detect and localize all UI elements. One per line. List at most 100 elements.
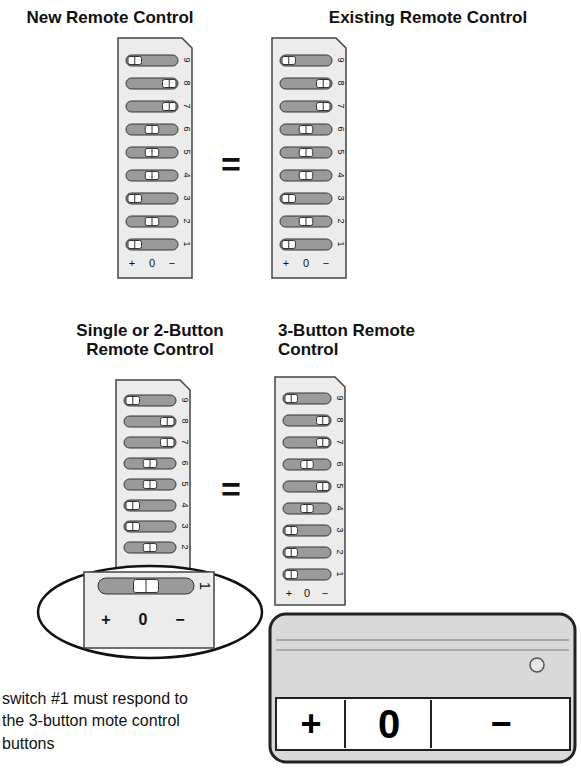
switch-number: 2: [334, 549, 343, 554]
switch-track: [280, 216, 332, 227]
position-label: +: [286, 588, 292, 600]
switch-track: [280, 55, 332, 66]
switch-slider: [162, 80, 176, 88]
switch-slider: [145, 172, 159, 180]
position-label: −: [175, 612, 184, 629]
slider-ridge: [152, 172, 153, 179]
switch-track: [126, 239, 178, 250]
switch-slider: [282, 195, 296, 203]
switch-slider: [285, 549, 297, 557]
position-label: 0: [304, 588, 310, 600]
position-label: 0: [303, 258, 309, 270]
switch-track: [124, 521, 176, 532]
switch-slider: [282, 241, 296, 249]
position-label: −: [323, 258, 329, 270]
switch-number: 7: [181, 103, 190, 108]
switch-number: 9: [181, 57, 190, 62]
switch-slider: [128, 195, 142, 203]
slider-ridge: [134, 57, 135, 64]
switch-slider: [128, 57, 142, 65]
housing-ridge: [276, 640, 569, 650]
slider-ridge: [306, 172, 307, 179]
switch-track: [283, 481, 331, 492]
slider-ridge: [291, 395, 292, 402]
heading: 3-Button Remote Control: [278, 322, 418, 359]
remote-control: [270, 614, 575, 762]
switch-number: 5: [334, 483, 343, 488]
card-outline: [272, 38, 346, 278]
switch-number: 7: [334, 439, 343, 444]
switch-track: [280, 101, 332, 112]
dip-switch-card: [272, 38, 346, 278]
switch-slider: [143, 460, 157, 468]
switch-track: [126, 124, 178, 135]
switch-track: [124, 542, 176, 553]
button-label: −: [490, 706, 511, 742]
switch-number: 9: [335, 57, 344, 62]
slider-ridge: [291, 571, 292, 578]
note-text: switch #1 must respond to the 3-button m…: [2, 688, 202, 755]
switch-track: [283, 415, 331, 426]
switch-number: 6: [181, 126, 190, 131]
switch-number: 2: [181, 218, 190, 223]
switch-track: [126, 78, 178, 89]
switch-slider: [126, 502, 140, 510]
slider-ridge: [306, 149, 307, 156]
switch-track: [280, 124, 332, 135]
switch-slider: [299, 172, 313, 180]
card-outline: [84, 572, 214, 648]
switch-number: 6: [179, 460, 188, 465]
slider-ridge: [322, 483, 323, 490]
slider-ridge: [288, 195, 289, 202]
heading: Single or 2-Button Remote Control: [63, 322, 238, 359]
switch-slider: [145, 126, 159, 134]
card-outline: [118, 38, 192, 278]
slider-ridge: [132, 523, 133, 530]
slider-ridge: [307, 505, 308, 512]
switch-track: [126, 170, 178, 181]
position-label: +: [129, 258, 135, 270]
switch-slider: [285, 527, 297, 535]
dip-switch-card: [275, 377, 345, 605]
position-label: 0: [149, 258, 155, 270]
switch-track: [283, 547, 331, 558]
equals-sign: =: [221, 472, 241, 508]
heading: Existing Remote Control: [329, 9, 527, 27]
slider-ridge: [132, 502, 133, 509]
switch-number: 7: [335, 103, 344, 108]
switch-slider: [160, 418, 174, 426]
inset-magnifier: [38, 566, 262, 658]
switch-number: 4: [334, 505, 343, 510]
switch-slider: [285, 571, 297, 579]
switch-track: [283, 525, 331, 536]
switch-slider: [162, 103, 176, 111]
switch-slider: [282, 57, 296, 65]
switch-number: 1: [334, 571, 343, 576]
switch-number: 9: [179, 397, 188, 402]
switch-number: 4: [179, 502, 188, 507]
switch-slider: [299, 126, 313, 134]
slider-ridge: [323, 103, 324, 110]
position-label: −: [322, 588, 328, 600]
switch-number: 2: [179, 544, 188, 549]
switch-track: [126, 147, 178, 158]
switch-number: 4: [335, 172, 344, 177]
slider-ridge: [322, 439, 323, 446]
slider-ridge: [288, 241, 289, 248]
switch-number: 8: [335, 80, 344, 85]
slider-ridge: [134, 195, 135, 202]
switch-slider: [126, 397, 140, 405]
switch-number: 4: [181, 172, 190, 177]
slider-ridge: [322, 417, 323, 424]
switch-track: [126, 193, 178, 204]
switch-track: [283, 569, 331, 580]
switch-number: 7: [179, 439, 188, 444]
switch-track: [98, 578, 194, 594]
switch-track: [283, 503, 331, 514]
slider-ridge: [150, 544, 151, 551]
slider-ridge: [306, 218, 307, 225]
switch-track: [280, 170, 332, 181]
switch-number: 3: [179, 523, 188, 528]
slider-ridge: [146, 580, 147, 592]
slider-ridge: [169, 103, 170, 110]
